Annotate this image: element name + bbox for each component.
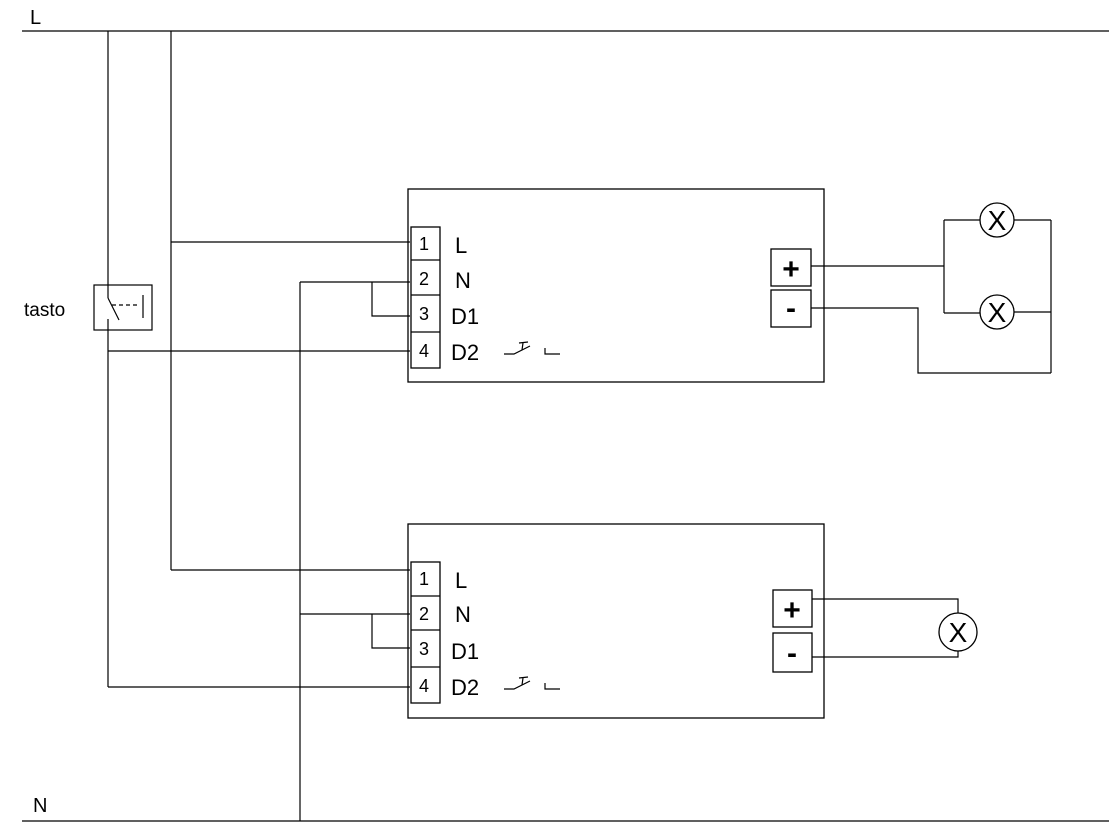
pushbutton-symbol-icon <box>504 341 560 355</box>
dimmer-module-2: 1 2 3 4 L N D1 D2 + - <box>407 523 825 719</box>
minus-sign: - <box>786 292 796 325</box>
terminal-label: L <box>455 233 467 258</box>
neutral-rail-label: N <box>33 795 47 817</box>
terminal-number: 1 <box>419 569 429 589</box>
switch-wiring <box>107 31 410 688</box>
terminal-label: D1 <box>451 639 479 664</box>
terminal-label: D2 <box>451 340 479 365</box>
neutral-feed-wiring <box>299 281 410 821</box>
output-plus <box>770 248 812 287</box>
terminal-block <box>410 226 441 369</box>
terminal-block <box>410 561 441 704</box>
switch-label: tasto <box>24 300 65 321</box>
line-feed-wiring <box>170 31 410 571</box>
terminal-label: N <box>455 602 471 627</box>
push-button-switch <box>93 284 153 331</box>
output-plus <box>772 589 813 628</box>
terminal-number: 3 <box>419 304 429 324</box>
terminal-number: 2 <box>419 604 429 624</box>
terminal-number: 4 <box>419 341 429 361</box>
lamp-icon: X <box>979 202 1015 238</box>
terminal-number: 2 <box>419 269 429 289</box>
module-1-load-wiring <box>811 219 1052 374</box>
plus-sign: + <box>783 594 801 627</box>
svg-text:X: X <box>949 617 968 648</box>
terminal-label: L <box>455 568 467 593</box>
terminal-label: D1 <box>451 304 479 329</box>
module-2-load-wiring <box>812 598 959 658</box>
terminal-number: 1 <box>419 234 429 254</box>
output-minus <box>772 632 813 673</box>
svg-text:X: X <box>988 297 1007 328</box>
plus-sign: + <box>782 253 800 286</box>
lamp-icon: X <box>979 294 1015 330</box>
svg-text:X: X <box>988 205 1007 236</box>
line-rail-label: L <box>30 7 41 29</box>
terminal-number: 4 <box>419 676 429 696</box>
terminal-label: N <box>455 268 471 293</box>
pushbutton-symbol-icon <box>504 676 560 690</box>
terminal-label: D2 <box>451 675 479 700</box>
lamp-icon: X <box>938 612 978 652</box>
dimmer-module-1: 1 2 3 4 L N D1 D2 + - <box>407 188 825 383</box>
terminal-number: 3 <box>419 639 429 659</box>
minus-sign: - <box>787 637 797 670</box>
